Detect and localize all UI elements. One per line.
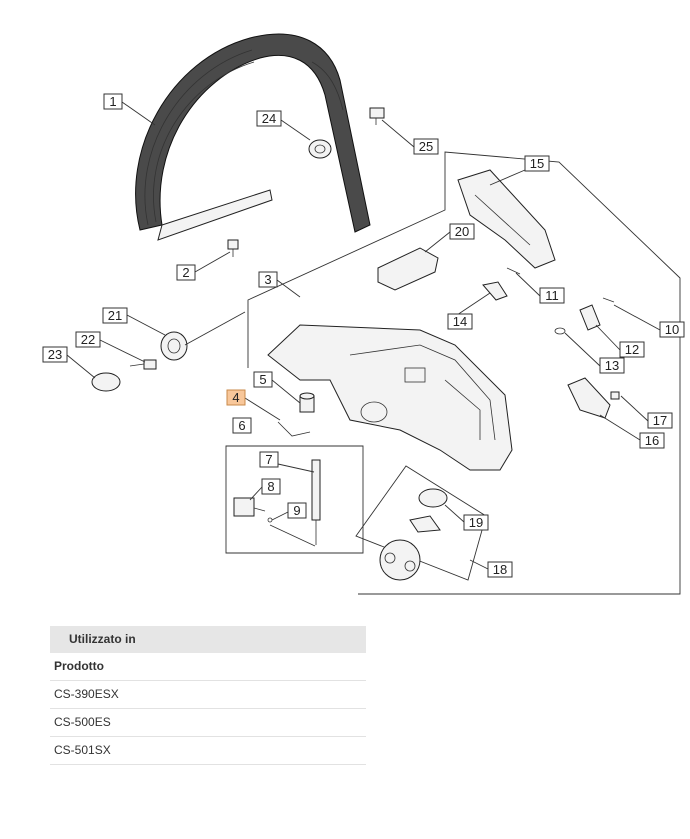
fuel-pipe-part: [277, 421, 311, 437]
svg-text:7: 7: [265, 452, 272, 467]
svg-text:17: 17: [653, 413, 667, 428]
svg-text:22: 22: [81, 332, 95, 347]
callout-16: 16: [639, 432, 665, 449]
leader-lines: [66, 101, 661, 570]
svg-text:11: 11: [545, 288, 559, 303]
svg-text:20: 20: [455, 224, 469, 239]
grommet-part: [160, 331, 188, 361]
spring-pin-part: [602, 297, 615, 303]
svg-text:18: 18: [493, 562, 507, 577]
callout-12: 12: [619, 341, 645, 358]
callout-3: 3: [258, 271, 278, 288]
svg-text:12: 12: [625, 342, 639, 357]
svg-text:5: 5: [259, 372, 266, 387]
callout-22: 22: [75, 331, 101, 348]
svg-text:1: 1: [109, 94, 116, 109]
callout-23: 23: [42, 346, 68, 363]
svg-text:4: 4: [232, 390, 239, 405]
top-cover-part: [457, 169, 556, 269]
callout-7: 7: [259, 451, 279, 468]
callout-8: 8: [261, 478, 281, 495]
rear-handle-housing-part: [267, 324, 513, 471]
svg-text:13: 13: [605, 358, 619, 373]
throttle-lever-part: [377, 247, 439, 291]
svg-text:21: 21: [108, 308, 122, 323]
callout-17: 17: [647, 412, 673, 429]
callout-2: 2: [176, 264, 196, 281]
callout-25: 25: [413, 138, 439, 155]
usage-column-header: Prodotto: [50, 653, 366, 681]
callout-21: 21: [102, 307, 128, 324]
product-row[interactable]: CS-501SX: [50, 737, 366, 765]
filter-kit-parts: [379, 488, 448, 581]
callout-15: 15: [524, 155, 550, 172]
callout-24: 24: [256, 110, 282, 127]
spacer-part: [308, 139, 332, 159]
callout-9: 9: [287, 502, 307, 519]
svg-text:3: 3: [264, 272, 271, 287]
callout-14: 14: [447, 313, 473, 330]
handle-bolt-part: [369, 107, 385, 125]
usage-table: Utilizzato in Prodotto CS-390ESX CS-500E…: [50, 626, 366, 765]
callout-11: 11: [539, 287, 565, 304]
usage-table-header: Utilizzato in: [50, 626, 366, 653]
svg-text:9: 9: [293, 503, 300, 518]
callout-19: 19: [463, 514, 489, 531]
callout-5: 5: [253, 371, 273, 388]
svg-text:25: 25: [419, 139, 433, 154]
svg-text:6: 6: [238, 418, 245, 433]
product-row[interactable]: CS-500ES: [50, 709, 366, 737]
spring-part: [554, 327, 566, 335]
svg-text:15: 15: [530, 156, 544, 171]
callout-1: 1: [103, 93, 123, 110]
kit-6-frame: [225, 445, 364, 554]
callout-13: 13: [599, 357, 625, 374]
svg-text:19: 19: [469, 515, 483, 530]
svg-text:24: 24: [262, 111, 276, 126]
fuel-pipe-kit-parts: [233, 459, 321, 547]
side-cover-part: [567, 377, 611, 419]
pin-part: [506, 267, 521, 275]
svg-text:8: 8: [267, 479, 274, 494]
callout-18: 18: [487, 561, 513, 578]
cover-screw-part: [610, 391, 620, 400]
callout-10: 10: [659, 321, 685, 338]
mount-bolt-part: [129, 359, 157, 370]
front-handle-part: [135, 33, 371, 241]
callout-20: 20: [449, 223, 475, 240]
svg-text:14: 14: [453, 314, 467, 329]
latch-part: [579, 304, 601, 331]
screw-part: [227, 239, 239, 257]
svg-text:10: 10: [665, 322, 679, 337]
assembly-frame: [247, 151, 681, 595]
svg-text:23: 23: [48, 347, 62, 362]
cap-part: [91, 372, 121, 392]
callout-6: 6: [232, 417, 252, 434]
lock-lever-part: [482, 281, 508, 301]
callout-4: 4: [226, 389, 246, 406]
svg-text:16: 16: [645, 433, 659, 448]
fuel-cap-part: [299, 392, 315, 413]
product-row[interactable]: CS-390ESX: [50, 681, 366, 709]
svg-text:2: 2: [182, 265, 189, 280]
exploded-parts-diagram: 1 2 3 4 5 6 7 8 9 10 11 12 13 14 15 16 1…: [42, 33, 685, 595]
